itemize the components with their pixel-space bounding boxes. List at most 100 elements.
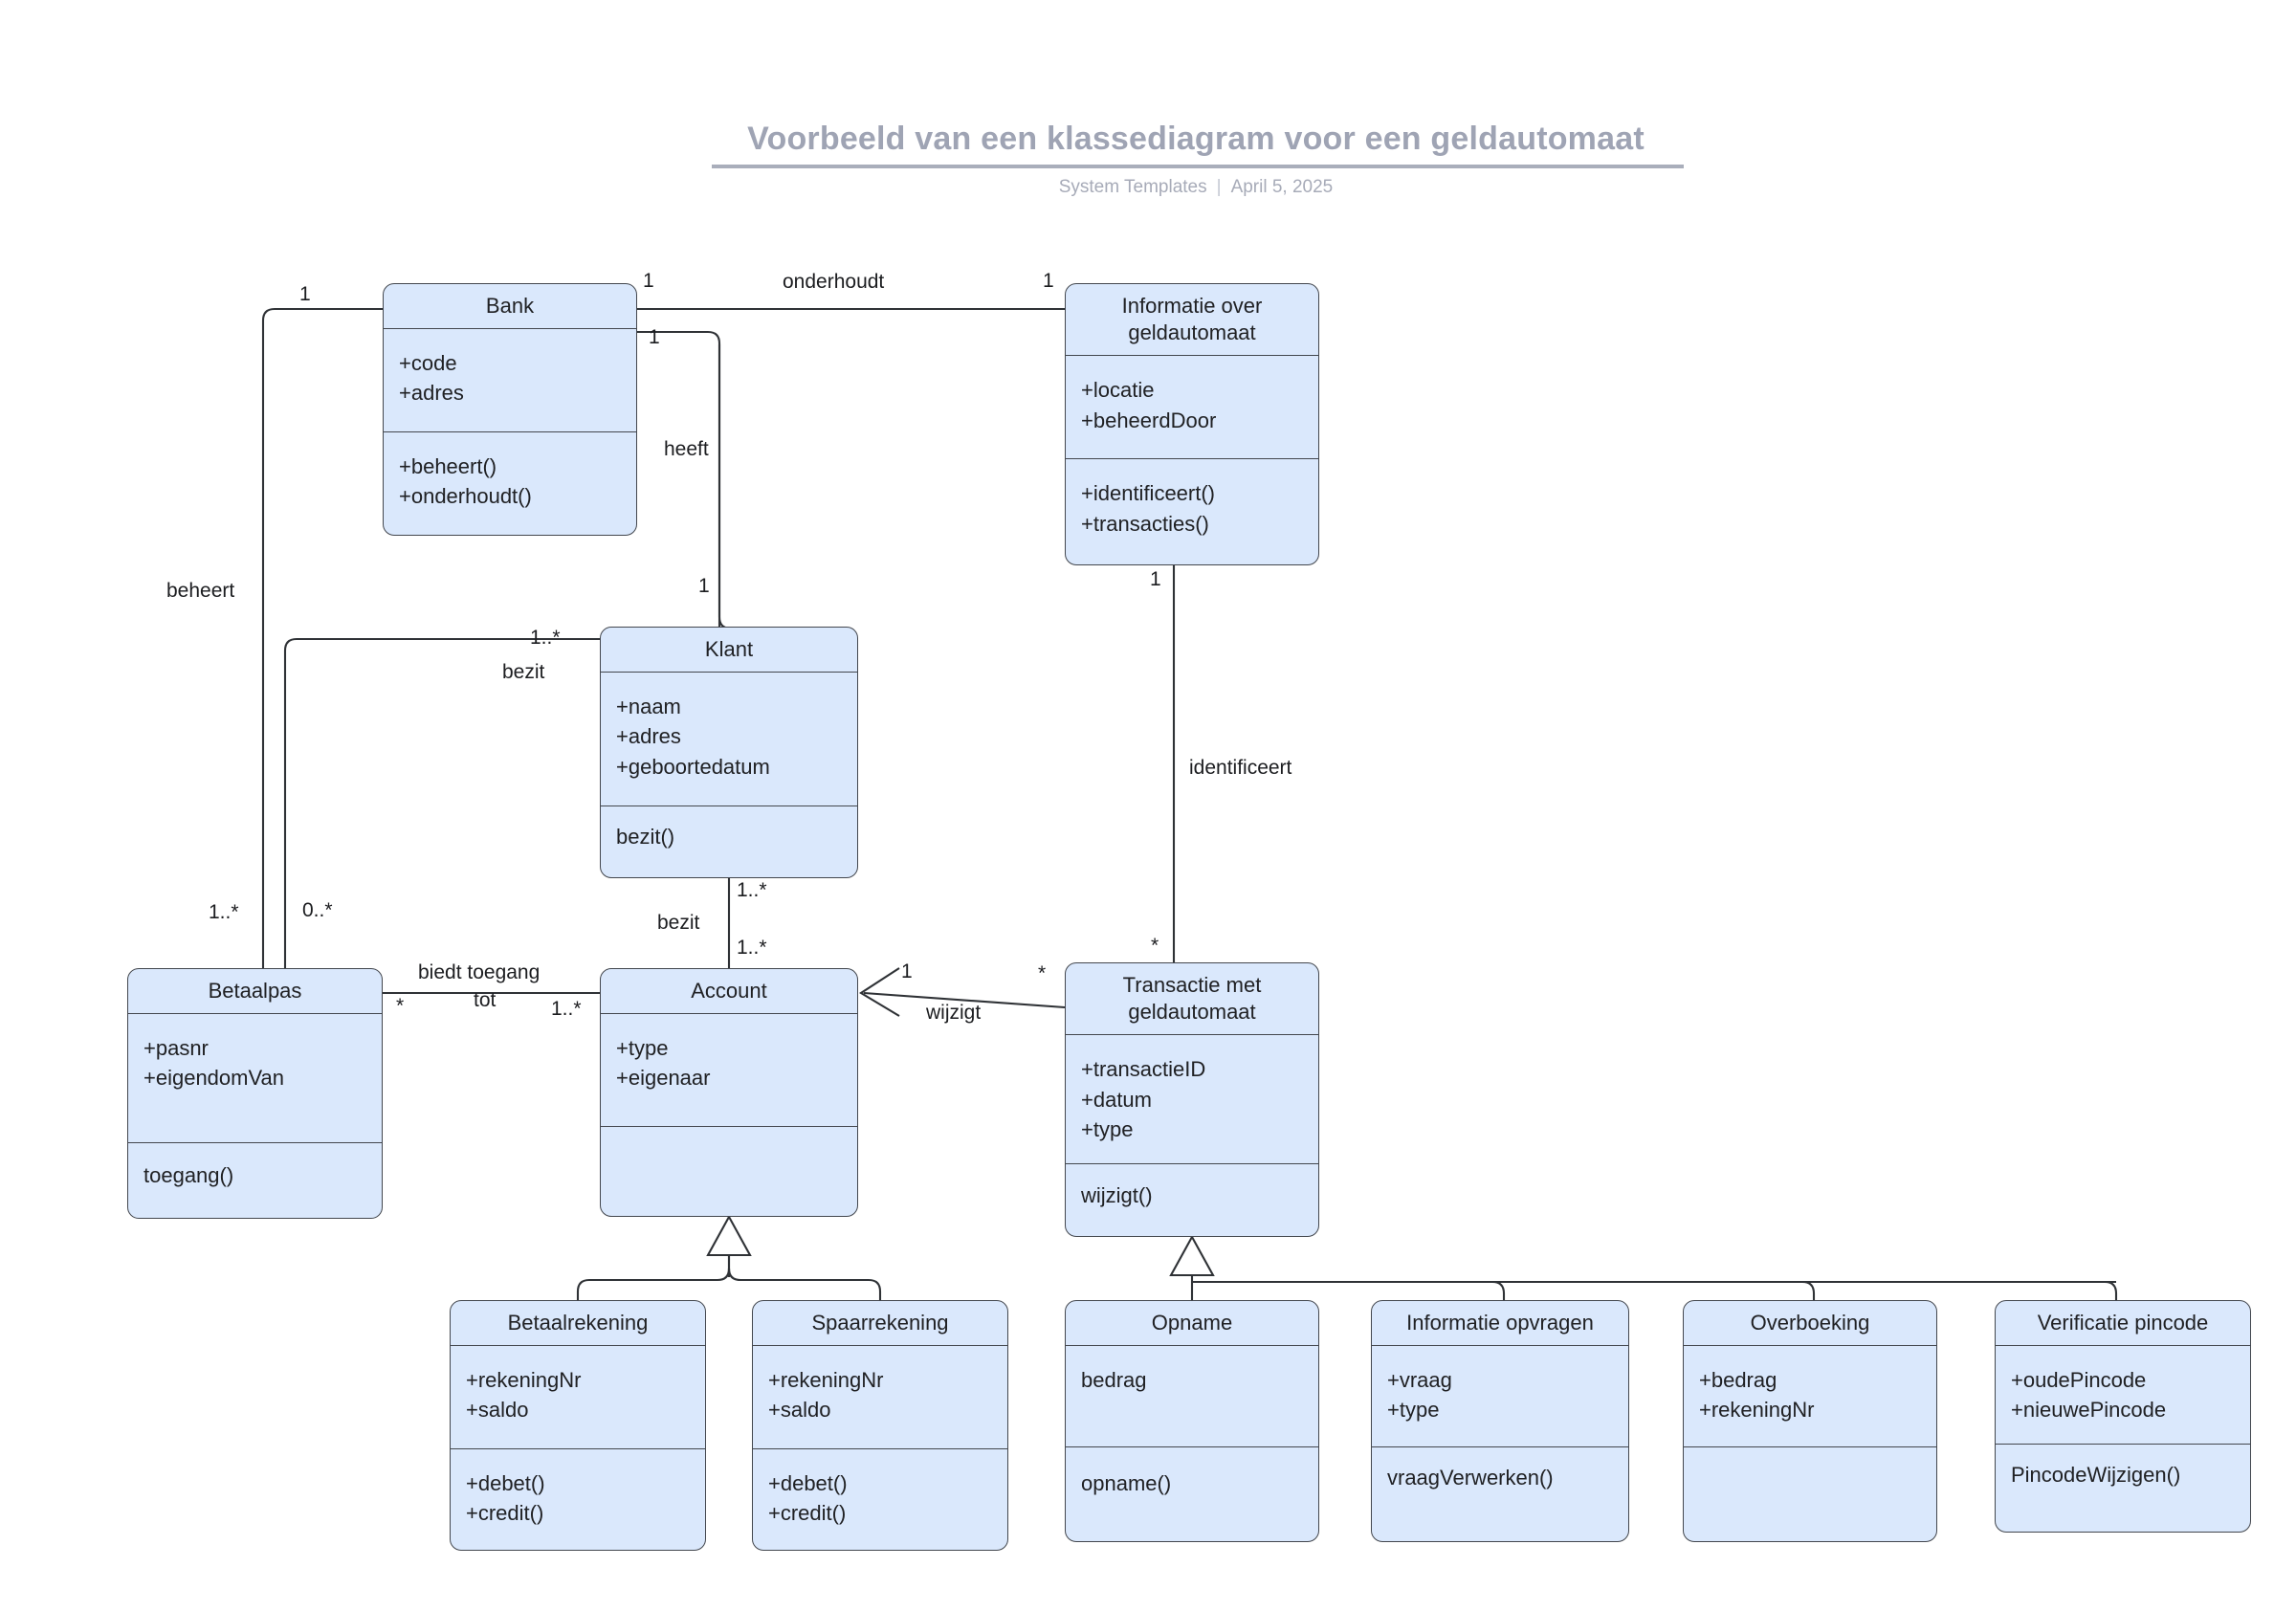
- method-row: +beheert(): [399, 454, 497, 479]
- class-attributes-account: +type +eigenaar: [601, 1014, 857, 1128]
- edge-label-onderhoudt: onderhoudt: [783, 271, 885, 293]
- method-row: +transacties(): [1081, 511, 1209, 536]
- class-box-bank[interactable]: Bank +code +adres +beheert() +onderhoudt…: [383, 283, 637, 536]
- class-box-verificatie-pincode[interactable]: Verificatie pincode +oudePincode +nieuwe…: [1995, 1300, 2251, 1533]
- attribute-row: +saldo: [768, 1398, 831, 1423]
- attribute-row: +datum: [1081, 1087, 1152, 1112]
- class-methods-opname: opname(): [1066, 1447, 1318, 1512]
- class-name-info-opvragen: Informatie opvragen: [1372, 1301, 1628, 1347]
- attribute-row: +locatie: [1081, 378, 1155, 403]
- class-box-atm-info[interactable]: Informatie over geldautomaat +locatie +b…: [1065, 283, 1319, 565]
- attribute-row: +eigenaar: [616, 1066, 711, 1091]
- class-name-klant: Klant: [601, 628, 857, 673]
- multiplicity-atm-bottom: 1: [1150, 568, 1161, 590]
- class-name-bank: Bank: [384, 284, 636, 330]
- class-box-account[interactable]: Account +type +eigenaar: [600, 968, 858, 1217]
- method-row: toegang(): [144, 1163, 234, 1188]
- method-row: +credit(): [466, 1501, 544, 1526]
- edge-bank-betaalpas: [261, 307, 383, 968]
- attribute-row: +naam: [616, 695, 681, 719]
- meta-separator: |: [1216, 177, 1222, 197]
- attribute-row: +code: [399, 351, 457, 376]
- class-methods-overboeking: [1684, 1447, 1936, 1480]
- class-methods-verificatie-pincode: PincodeWijzigen(): [1996, 1445, 2250, 1503]
- class-attributes-betaalrekening: +rekeningNr +saldo: [451, 1346, 705, 1450]
- edge-label-biedt-toegang-line2: tot: [474, 989, 497, 1011]
- edge-label-heeft: heeft: [664, 438, 709, 460]
- edge-label-beheert: beheert: [166, 580, 235, 602]
- class-box-transactie[interactable]: Transactie met geldautomaat +transactieI…: [1065, 962, 1319, 1237]
- multiplicity-betaalpas-left: 1..*: [209, 901, 239, 923]
- method-row: opname(): [1081, 1471, 1172, 1496]
- method-row: +debet(): [466, 1471, 545, 1496]
- attribute-row: +bedrag: [1699, 1368, 1777, 1393]
- multiplicity-klant-top: 1: [698, 575, 710, 597]
- class-methods-atm-info: +identificeert() +transacties(): [1066, 459, 1318, 551]
- attribute-row: +eigendomVan: [144, 1066, 284, 1091]
- inheritance-triangle-account: [706, 1214, 752, 1257]
- class-name-betaalpas: Betaalpas: [128, 969, 382, 1015]
- class-attributes-spaarrekening: +rekeningNr +saldo: [753, 1346, 1007, 1450]
- class-methods-account: [601, 1127, 857, 1159]
- method-row: wijzigt(): [1081, 1183, 1153, 1208]
- class-methods-transactie: wijzigt(): [1066, 1164, 1318, 1224]
- class-attributes-bank: +code +adres: [384, 329, 636, 433]
- page-title: Voorbeeld van een klassediagram voor een…: [747, 121, 1645, 157]
- class-box-klant[interactable]: Klant +naam +adres +geboortedatum bezit(…: [600, 627, 858, 878]
- edge-label-wijzigt: wijzigt: [926, 1002, 982, 1024]
- attribute-row: +rekeningNr: [1699, 1398, 1815, 1423]
- attribute-row: +rekeningNr: [466, 1368, 582, 1393]
- document-meta: System Templates | April 5, 2025: [708, 177, 1684, 198]
- class-name-transactie: Transactie met geldautomaat: [1066, 963, 1318, 1036]
- class-box-betaalrekening[interactable]: Betaalrekening +rekeningNr +saldo +debet…: [450, 1300, 706, 1551]
- attribute-row: +adres: [399, 381, 464, 406]
- edge-label-identificeert: identificeert: [1189, 757, 1292, 779]
- document-author: System Templates: [1058, 177, 1207, 197]
- class-attributes-info-opvragen: +vraag +type: [1372, 1346, 1628, 1448]
- method-row: +debet(): [768, 1471, 848, 1496]
- class-box-info-opvragen[interactable]: Informatie opvragen +vraag +type vraagVe…: [1371, 1300, 1629, 1542]
- class-attributes-klant: +naam +adres +geboortedatum: [601, 673, 857, 807]
- attribute-row: +vraag: [1387, 1368, 1452, 1393]
- multiplicity-betaalpas-right: *: [396, 995, 405, 1017]
- edge-label-biedt-toegang-line1: biedt toegang: [418, 961, 541, 983]
- class-attributes-overboeking: +bedrag +rekeningNr: [1684, 1346, 1936, 1448]
- class-box-overboeking[interactable]: Overboeking +bedrag +rekeningNr: [1683, 1300, 1937, 1542]
- class-name-verificatie-pincode: Verificatie pincode: [1996, 1301, 2250, 1347]
- class-name-opname: Opname: [1066, 1301, 1318, 1347]
- multiplicity-account-right: 1: [901, 960, 913, 982]
- attribute-row: +type: [616, 1036, 669, 1061]
- inheritance-triangle-transactie: [1169, 1234, 1215, 1277]
- method-row: bezit(): [616, 825, 675, 850]
- document-date: April 5, 2025: [1230, 177, 1334, 197]
- multiplicity-atm-left: 1: [1043, 270, 1054, 292]
- attribute-row: +transactieID: [1081, 1057, 1206, 1082]
- multiplicity-transactie-left: *: [1038, 962, 1047, 984]
- class-box-betaalpas[interactable]: Betaalpas +pasnr +eigendomVan toegang(): [127, 968, 383, 1219]
- attribute-row: +pasnr: [144, 1036, 209, 1061]
- multiplicity-bank-right-onderhoudt: 1: [643, 270, 654, 292]
- attribute-row: +oudePincode: [2011, 1368, 2147, 1393]
- class-attributes-transactie: +transactieID +datum +type: [1066, 1035, 1318, 1165]
- class-name-spaarrekening: Spaarrekening: [753, 1301, 1007, 1347]
- open-arrowhead-account: [859, 967, 900, 1017]
- class-name-betaalrekening: Betaalrekening: [451, 1301, 705, 1347]
- multiplicity-klant-left: 1..*: [530, 627, 561, 649]
- class-name-account: Account: [601, 969, 857, 1015]
- attribute-row: bedrag: [1081, 1368, 1147, 1393]
- edge-label-bezit-pas: bezit: [502, 661, 545, 683]
- attribute-row: +rekeningNr: [768, 1368, 884, 1393]
- multiplicity-account-top-upper: 1..*: [737, 879, 767, 901]
- class-methods-spaarrekening: +debet() +credit(): [753, 1449, 1007, 1541]
- class-box-spaarrekening[interactable]: Spaarrekening +rekeningNr +saldo +debet(…: [752, 1300, 1008, 1551]
- class-box-opname[interactable]: Opname bedrag opname(): [1065, 1300, 1319, 1542]
- attribute-row: +nieuwePincode: [2011, 1398, 2167, 1423]
- method-row: +identificeert(): [1081, 481, 1216, 506]
- attribute-row: +type: [1387, 1398, 1440, 1423]
- class-methods-klant: bezit(): [601, 806, 857, 865]
- class-name-atm-info: Informatie over geldautomaat: [1066, 284, 1318, 357]
- class-methods-info-opvragen: vraagVerwerken(): [1372, 1447, 1628, 1506]
- edge-bank-klant: [637, 330, 733, 630]
- multiplicity-bank-right-heeft: 1: [649, 326, 660, 348]
